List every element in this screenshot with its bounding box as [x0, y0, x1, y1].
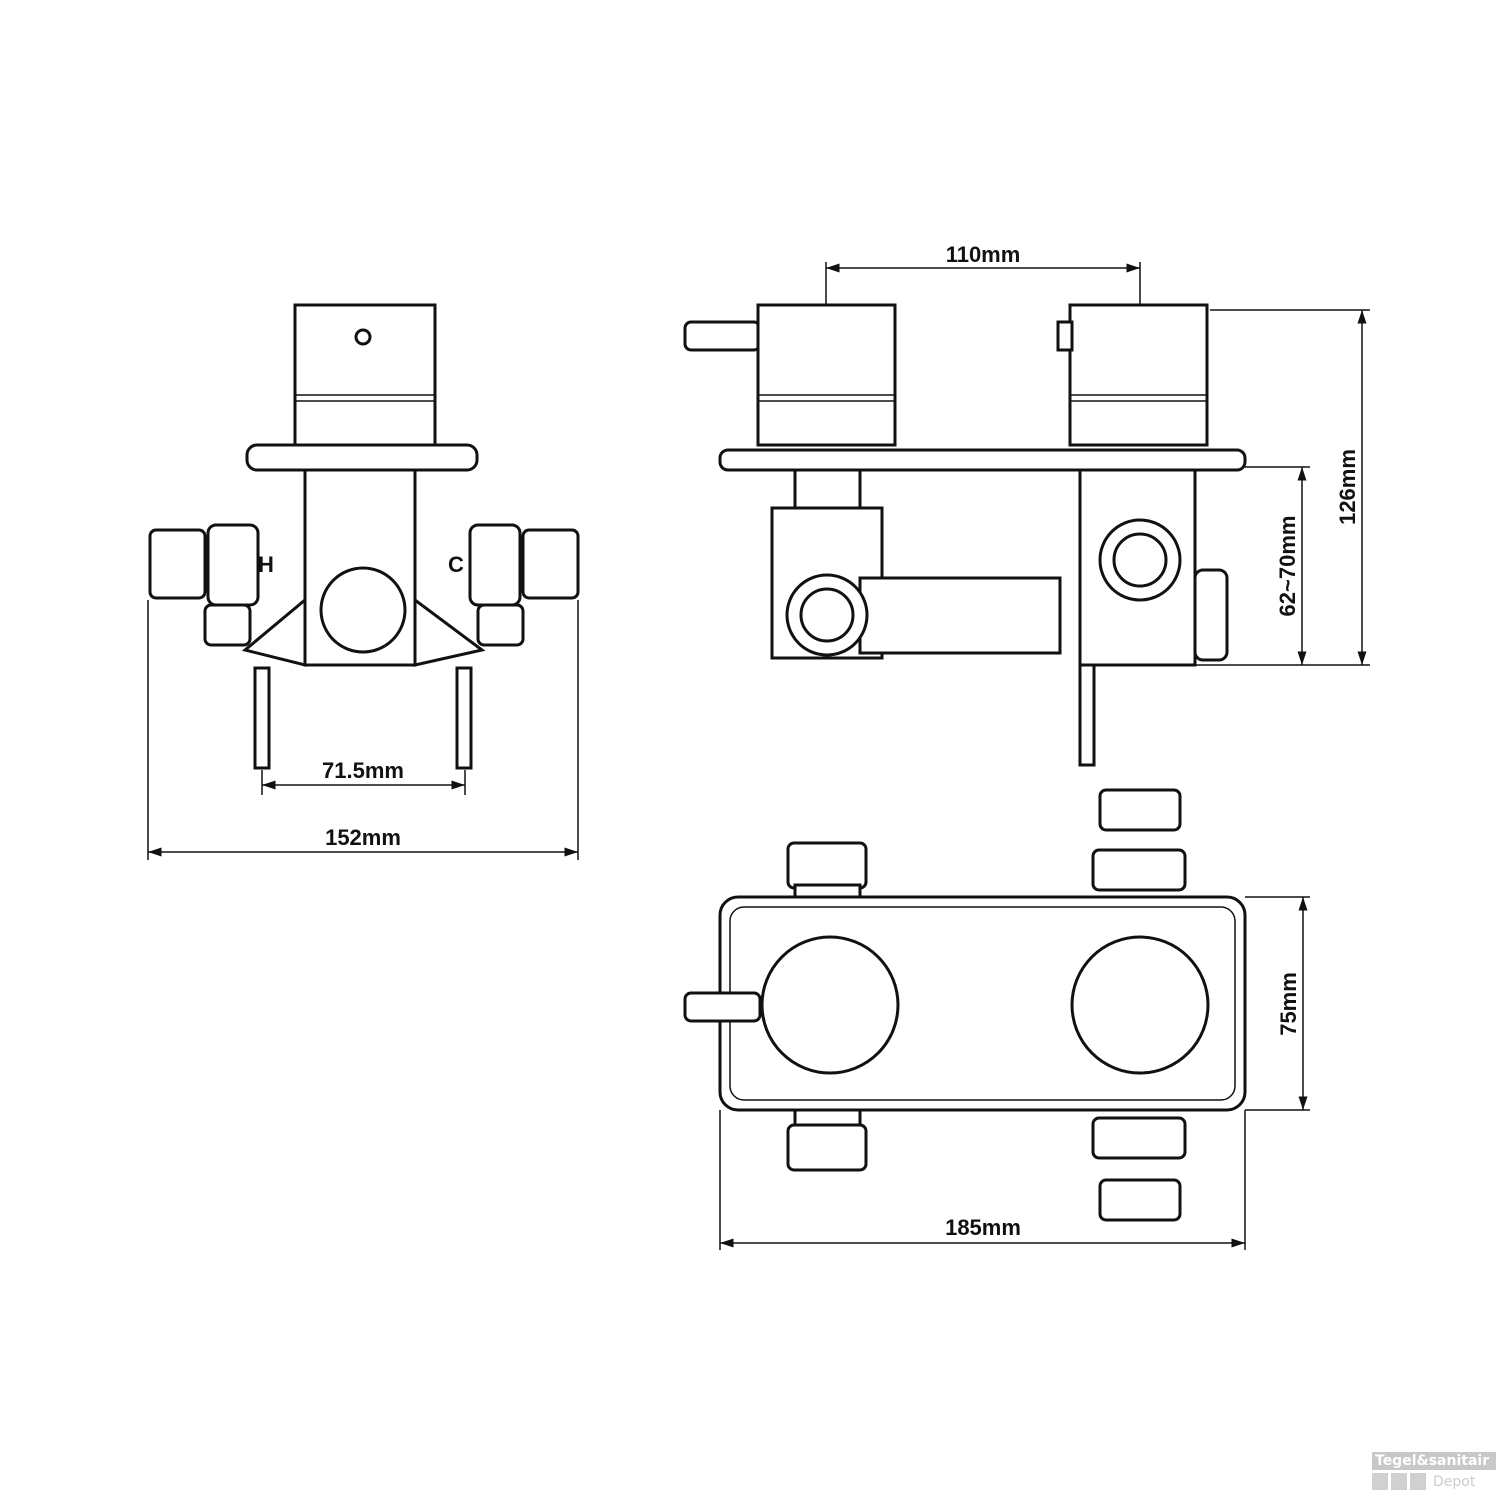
knob-left: [756, 303, 897, 447]
drop-icon: [1372, 1473, 1388, 1490]
anchor-right: [455, 666, 473, 770]
watermark-line2: Depot: [1433, 1473, 1476, 1490]
cold-marking: C: [448, 552, 464, 577]
anchor: [1078, 663, 1096, 767]
dim-126: 126mm: [1335, 449, 1360, 525]
logo-square: [1410, 1473, 1426, 1490]
side-plate: [718, 448, 1247, 472]
knob-top-right: [1070, 935, 1210, 1075]
front-knob: [293, 303, 437, 447]
front-view: H C 71.5mm 152mm: [147, 303, 580, 860]
dim-75: 75mm: [1276, 972, 1301, 1036]
knob-top-left: [760, 935, 900, 1075]
lever-top: [683, 991, 762, 1023]
dim-71-5: 71.5mm: [322, 758, 404, 783]
anchor-left: [253, 666, 271, 770]
lever: [683, 320, 762, 352]
dim-152: 152mm: [325, 825, 401, 850]
outlet: [319, 566, 407, 654]
top-view: 75mm 185mm: [683, 788, 1310, 1250]
logo-square: [1391, 1473, 1407, 1490]
dim-62-70: 62~70mm: [1275, 516, 1300, 617]
knob-hole: [354, 328, 372, 346]
side-view: 110mm 126mm 62~70mm: [683, 242, 1370, 767]
front-plate: [245, 443, 479, 472]
hot-marking: H: [258, 552, 274, 577]
watermark-logo: Tegel&sanitair Depot: [1372, 1452, 1496, 1490]
dim-185: 185mm: [945, 1215, 1021, 1240]
knob-right: [1068, 303, 1209, 447]
watermark-line1: Tegel&sanitair: [1372, 1452, 1496, 1470]
dim-110: 110mm: [946, 242, 1021, 267]
